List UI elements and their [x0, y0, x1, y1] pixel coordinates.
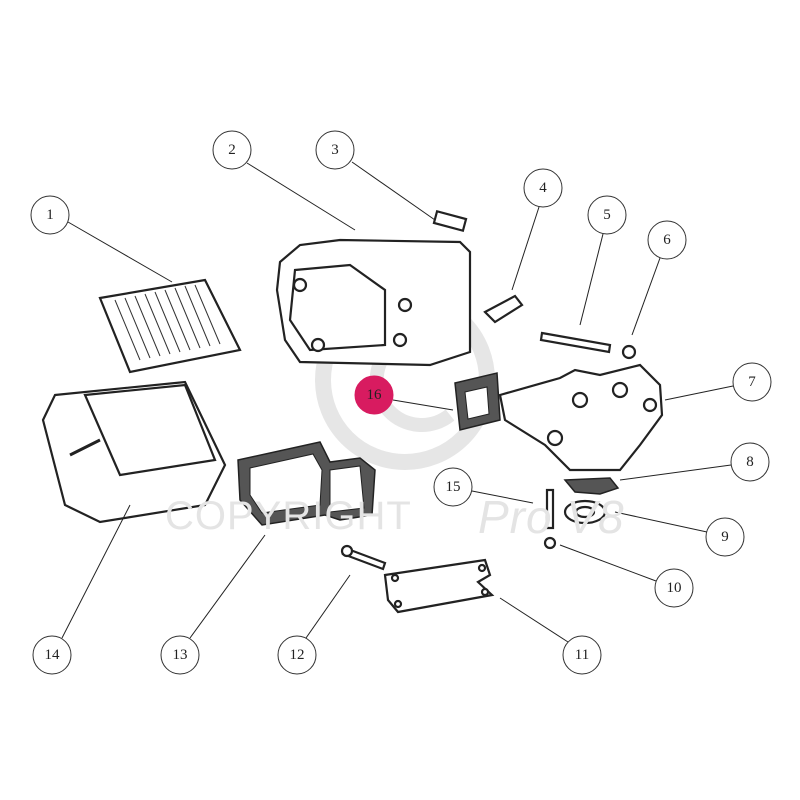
callout-circle: [354, 375, 394, 415]
callout-1: 1: [30, 195, 70, 235]
callout-label: 7: [748, 374, 756, 390]
callout-circle: [562, 635, 602, 675]
callout-label: 16: [367, 387, 383, 403]
gasket-8: [563, 477, 620, 495]
callout-11: 11: [562, 635, 602, 675]
callout-circle: [160, 635, 200, 675]
callout-13: 13: [160, 635, 200, 675]
callout-label: 8: [746, 454, 754, 470]
watermark-copyright: COPYRIGHT: [165, 494, 412, 538]
callout-circle: [587, 195, 627, 235]
stud-5: [539, 331, 612, 354]
manifold-7: [498, 363, 664, 472]
callout-circle: [277, 635, 317, 675]
callout-circle: [30, 195, 70, 235]
clip-4: [483, 294, 524, 324]
stud-15: [545, 488, 555, 530]
nut-10: [543, 536, 557, 550]
callout-label: 10: [667, 580, 682, 596]
callout-circle: [730, 442, 770, 482]
watermark-brand: Pro V8: [478, 491, 625, 543]
callout-16: 16: [354, 375, 394, 415]
callout-5: 5: [587, 195, 627, 235]
callout-10: 10: [654, 568, 694, 608]
callout-circle: [654, 568, 694, 608]
callout-label: 6: [663, 232, 671, 248]
callout-7: 7: [732, 362, 772, 402]
callout-label: 2: [228, 142, 236, 158]
callout-4: 4: [523, 168, 563, 208]
air-filter-element: [98, 278, 242, 374]
callout-label: 12: [290, 647, 305, 663]
callout-9: 9: [705, 517, 745, 557]
callout-circle: [433, 467, 473, 507]
callout-label: 14: [45, 647, 61, 663]
callout-8: 8: [730, 442, 770, 482]
callout-circle: [32, 635, 72, 675]
callout-label: 3: [331, 142, 339, 158]
gasket-13: [237, 441, 376, 526]
plate-11: [383, 558, 495, 614]
bolt-3: [432, 209, 468, 233]
callout-6: 6: [647, 220, 687, 260]
callout-circle: [732, 362, 772, 402]
callout-label: 4: [539, 180, 547, 196]
gasket-16: [454, 372, 501, 431]
callout-circle: [315, 130, 355, 170]
callout-circle: [705, 517, 745, 557]
callout-3: 3: [315, 130, 355, 170]
nut-6: [621, 344, 637, 360]
callout-label: 15: [446, 479, 461, 495]
filter-housing-cover: [275, 238, 472, 367]
callout-14: 14: [32, 635, 72, 675]
leader-lines: [61, 161, 734, 643]
callout-label: 5: [603, 207, 611, 223]
callout-circle: [523, 168, 563, 208]
callout-circle: [212, 130, 252, 170]
callout-circle: [647, 220, 687, 260]
filter-housing-base: [41, 380, 227, 524]
callout-label: 1: [46, 207, 54, 223]
bolt-12: [340, 544, 387, 571]
callout-label: 13: [173, 647, 188, 663]
callout-label: 9: [721, 529, 729, 545]
callout-15: 15: [433, 467, 473, 507]
callout-label: 11: [575, 647, 589, 663]
callout-12: 12: [277, 635, 317, 675]
flange-gasket-9: [563, 499, 607, 525]
callout-2: 2: [212, 130, 252, 170]
